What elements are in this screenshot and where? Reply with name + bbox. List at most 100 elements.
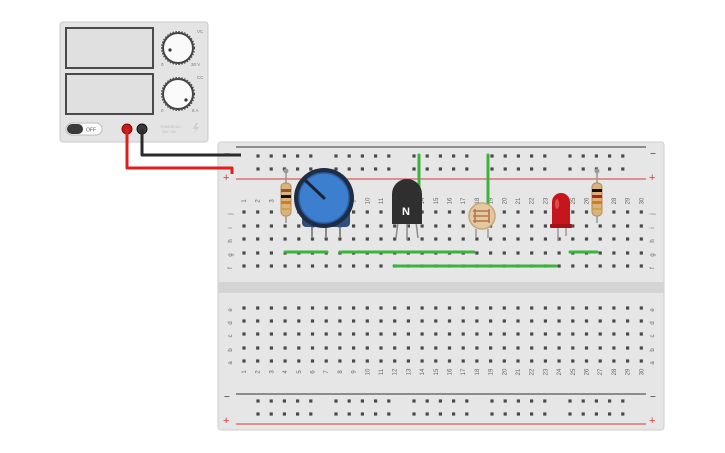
top-rail-minus-hole[interactable] [425,154,429,158]
terminal-hole[interactable] [297,264,301,268]
terminal-hole[interactable] [543,224,547,228]
top-rail-plus-hole[interactable] [452,167,456,171]
bottom-rail-minus-hole[interactable] [374,399,378,403]
terminal-hole[interactable] [406,319,410,323]
top-rail-minus-hole[interactable] [490,154,494,158]
bottom-rail-minus-hole[interactable] [334,399,338,403]
bottom-rail-minus-hole[interactable] [594,399,598,403]
terminal-hole[interactable] [626,210,630,214]
terminal-hole[interactable] [379,319,383,323]
terminal-hole[interactable] [516,319,520,323]
terminal-hole[interactable] [242,264,246,268]
terminal-hole[interactable] [393,224,397,228]
top-rail-minus-hole[interactable] [516,154,520,158]
bottom-rail-minus-hole[interactable] [516,399,520,403]
bottom-rail-plus-hole[interactable] [530,412,534,416]
terminal-hole[interactable] [324,359,328,363]
voltage-knob[interactable] [161,31,195,65]
terminal-hole[interactable] [256,210,260,214]
bottom-rail-plus-hole[interactable] [516,412,520,416]
terminal-hole[interactable] [489,251,493,255]
top-rail-minus-hole[interactable] [256,154,260,158]
top-rail-plus-hole[interactable] [374,167,378,171]
terminal-hole[interactable] [338,237,342,241]
bottom-rail-plus-hole[interactable] [412,412,416,416]
terminal-hole[interactable] [639,237,643,241]
terminal-hole[interactable] [269,332,273,336]
terminal-hole[interactable] [475,346,479,350]
terminal-hole[interactable] [475,251,479,255]
terminal-hole[interactable] [461,210,465,214]
terminal-hole[interactable] [543,332,547,336]
bottom-rail-plus-hole[interactable] [621,412,625,416]
top-rail-plus-hole[interactable] [581,167,585,171]
terminal-hole[interactable] [543,251,547,255]
terminal-hole[interactable] [310,346,315,350]
terminal-hole[interactable] [530,306,534,310]
bottom-rail-plus-hole[interactable] [452,412,456,416]
terminal-hole[interactable] [475,237,479,241]
terminal-hole[interactable] [516,224,520,228]
terminal-hole[interactable] [612,251,616,255]
bottom-rail-minus-hole[interactable] [568,399,572,403]
terminal-hole[interactable] [269,210,273,214]
bottom-rail-minus-hole[interactable] [543,399,547,403]
terminal-hole[interactable] [626,264,630,268]
bottom-rail-plus-hole[interactable] [543,412,547,416]
terminal-hole[interactable] [365,210,369,214]
terminal-hole[interactable] [571,319,575,323]
terminal-hole[interactable] [256,319,260,323]
photoresistor[interactable] [468,202,496,238]
breadboard-holes[interactable] [242,154,643,416]
terminal-hole[interactable] [626,237,630,241]
terminal-hole[interactable] [489,359,493,363]
terminal-hole[interactable] [269,251,273,255]
terminal-hole[interactable] [379,346,383,350]
bottom-rail-plus-hole[interactable] [269,412,273,416]
red-led[interactable] [550,193,572,240]
terminal-hole[interactable] [406,237,410,241]
bottom-rail-minus-hole[interactable] [581,399,585,403]
terminal-hole[interactable] [516,306,520,310]
terminal-hole[interactable] [434,306,438,310]
bottom-rail-plus-hole[interactable] [387,412,391,416]
top-rail-minus-hole[interactable] [269,154,273,158]
terminal-hole[interactable] [242,359,246,363]
potentiometer[interactable] [294,168,354,238]
terminal-hole[interactable] [310,319,315,323]
terminal-hole[interactable] [639,359,643,363]
terminal-hole[interactable] [598,332,602,336]
terminal-hole[interactable] [352,264,356,268]
terminal-hole[interactable] [365,359,369,363]
top-rail-minus-hole[interactable] [282,154,286,158]
terminal-hole[interactable] [283,224,287,228]
terminal-hole[interactable] [598,237,602,241]
terminal-hole[interactable] [310,359,315,363]
terminal-hole[interactable] [598,359,602,363]
terminal-hole[interactable] [324,319,328,323]
terminal-hole[interactable] [379,332,383,336]
terminal-hole[interactable] [297,332,301,336]
wires[interactable] [125,129,599,268]
bottom-rail-minus-hole[interactable] [452,399,456,403]
bottom-rail-minus-hole[interactable] [347,399,351,403]
terminal-hole[interactable] [256,224,260,228]
terminal-hole[interactable] [447,332,452,336]
top-rail-minus-hole[interactable] [452,154,456,158]
terminal-hole[interactable] [502,251,506,255]
power-switch[interactable]: OFF [65,122,103,136]
terminal-hole[interactable] [639,332,643,336]
terminal-hole[interactable] [269,319,273,323]
terminal-hole[interactable] [338,264,342,268]
terminal-hole[interactable] [461,319,465,323]
top-rail-plus-hole[interactable] [490,167,494,171]
terminal-hole[interactable] [379,306,383,310]
terminal-hole[interactable] [461,224,465,228]
terminal-hole[interactable] [379,359,383,363]
bottom-rail-minus-hole[interactable] [412,399,416,403]
terminal-hole[interactable] [242,237,246,241]
bottom-rail-plus-hole[interactable] [360,412,364,416]
top-rail-minus-hole[interactable] [608,154,612,158]
terminal-hole[interactable] [639,346,643,350]
terminal-hole[interactable] [324,306,328,310]
